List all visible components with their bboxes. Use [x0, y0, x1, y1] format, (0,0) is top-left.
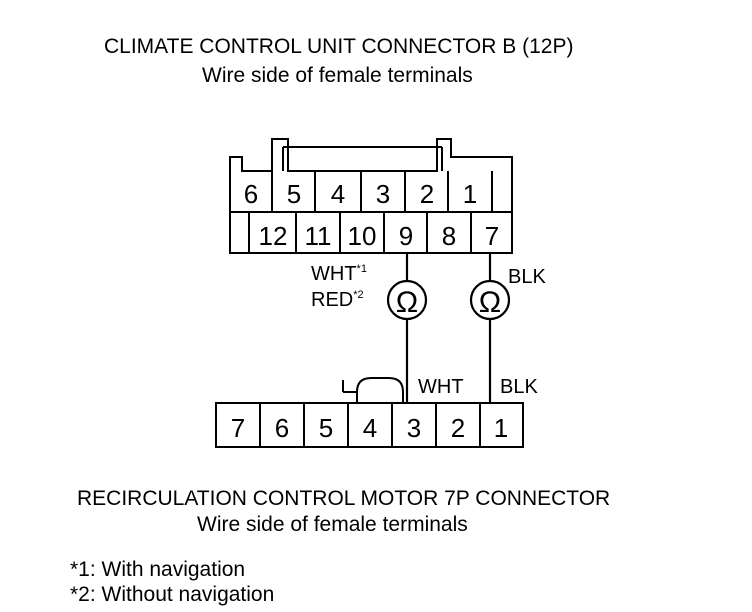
wire-label-red: RED*2 — [311, 289, 364, 311]
top-pin-5: 5 — [287, 179, 301, 209]
top-pin-1: 1 — [463, 179, 477, 209]
top-pin-11: 11 — [305, 221, 332, 251]
bottom-pin-6: 6 — [275, 413, 289, 443]
lower-wire-label-wht: WHT — [418, 376, 464, 398]
top-pin-12: 12 — [259, 221, 288, 251]
lower-wire-label-blk: BLK — [500, 376, 538, 398]
top-connector-title: CLIMATE CONTROL UNIT CONNECTOR B (12P) — [104, 35, 573, 58]
bottom-pin-4: 4 — [363, 413, 377, 443]
ohm-symbol-right-icon: Ω — [479, 286, 501, 319]
top-pin-2: 2 — [420, 179, 434, 209]
top-pin-3: 3 — [376, 179, 390, 209]
bottom-connector-latch — [356, 377, 404, 403]
bottom-pin-3: 3 — [407, 413, 421, 443]
top-pin-7: 7 — [485, 221, 499, 251]
wire-label-blk: BLK — [508, 266, 546, 288]
bottom-pin-5: 5 — [319, 413, 333, 443]
top-pin-9: 9 — [399, 221, 413, 251]
top-pin-10: 10 — [348, 221, 377, 251]
top-connector-subtitle: Wire side of female terminals — [202, 64, 473, 87]
top-connector-outline — [229, 138, 513, 254]
top-pin-6: 6 — [244, 179, 258, 209]
bottom-connector-subtitle: Wire side of female terminals — [197, 513, 468, 536]
ohm-symbol-left-icon: Ω — [396, 286, 418, 319]
bottom-connector-outline — [215, 402, 524, 448]
ohmmeter-right — [469, 279, 511, 321]
bottom-pin-1: 1 — [494, 413, 508, 443]
bottom-connector-title: RECIRCULATION CONTROL MOTOR 7P CONNECTOR — [77, 487, 610, 510]
ohmmeter-left — [386, 279, 428, 321]
top-pin-4: 4 — [331, 179, 345, 209]
wire-label-wht: WHT*1 — [311, 263, 367, 285]
footnote-2: *2: Without navigation — [70, 583, 274, 606]
bottom-pin-7: 7 — [231, 413, 245, 443]
footnote-1: *1: With navigation — [70, 558, 245, 581]
top-pin-8: 8 — [442, 221, 456, 251]
bottom-connector — [215, 377, 524, 448]
bottom-pin-2: 2 — [451, 413, 465, 443]
top-connector — [229, 138, 513, 254]
